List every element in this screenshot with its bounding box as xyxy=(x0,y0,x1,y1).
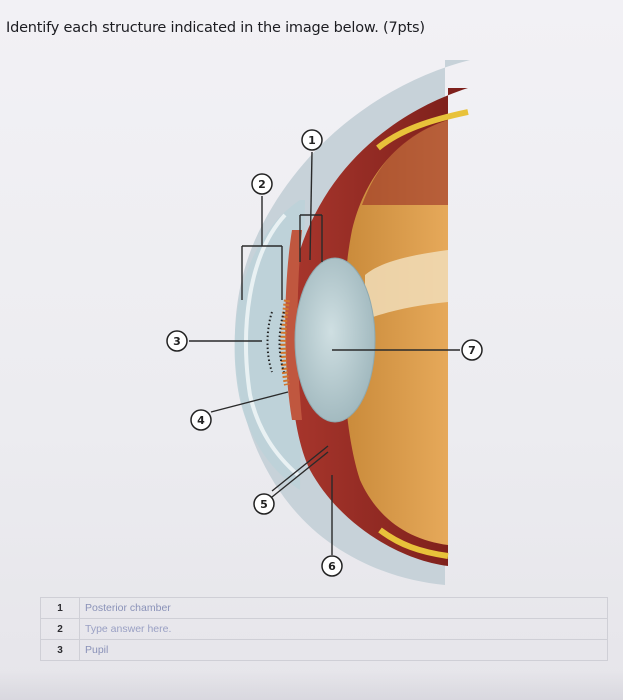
callout-7 xyxy=(461,339,483,361)
lens xyxy=(294,257,376,423)
answer-field-3[interactable] xyxy=(79,639,608,661)
answer-input-2[interactable] xyxy=(85,620,597,638)
answer-input-3[interactable] xyxy=(85,641,597,659)
callout-2 xyxy=(251,173,273,195)
retina-bottom xyxy=(378,527,449,559)
callout-label-3: 3 xyxy=(173,335,181,348)
callout-label-5: 5 xyxy=(260,498,268,511)
callout-label-2: 2 xyxy=(258,178,266,191)
answer-field-2[interactable] xyxy=(79,618,608,640)
answer-row: 1 xyxy=(40,597,608,619)
question-text: Identify each structure indicated in the… xyxy=(6,20,425,36)
answer-row: 2 xyxy=(40,618,608,640)
answer-field-1[interactable] xyxy=(79,597,608,619)
callout-6 xyxy=(321,555,343,577)
row-number: 2 xyxy=(40,618,80,640)
row-number: 3 xyxy=(40,639,80,661)
answer-table: 1 2 3 xyxy=(40,597,608,661)
answer-row: 3 xyxy=(40,639,608,661)
screen-bottom-shade xyxy=(0,670,623,700)
callout-label-4: 4 xyxy=(197,414,205,427)
callout-4 xyxy=(190,409,212,431)
row-number: 1 xyxy=(40,597,80,619)
pupil-marker xyxy=(266,311,273,373)
callout-label-1: 1 xyxy=(308,134,316,147)
answer-input-1[interactable] xyxy=(85,599,597,617)
retina-top xyxy=(376,109,469,151)
callout-3 xyxy=(166,330,188,352)
callout-5 xyxy=(253,493,275,515)
callout-label-7: 7 xyxy=(468,344,476,357)
vitreous-body xyxy=(342,120,448,545)
callout-label-6: 6 xyxy=(328,560,336,573)
callout-1 xyxy=(301,129,323,151)
